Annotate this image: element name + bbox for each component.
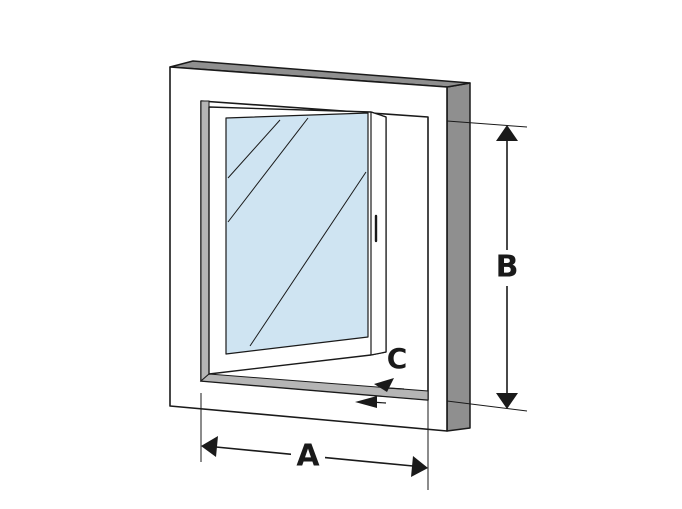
dimension-c-arrow-top <box>374 378 394 392</box>
dimension-c-tick-top <box>386 387 405 390</box>
glass-reflection-1 <box>227 119 281 179</box>
dimension-a-label: A <box>296 439 320 474</box>
dimension-a-arrow-left <box>201 436 218 457</box>
dimension-c-arrow-bottom <box>355 396 377 408</box>
sash-edge <box>370 111 387 356</box>
frame-right-side <box>446 82 471 432</box>
dimension-b-arrow-top <box>496 125 518 141</box>
extension-line-top <box>446 120 528 128</box>
reveal-left <box>200 100 210 383</box>
reveal-bottom <box>199 373 429 401</box>
extension-line-bottom <box>446 400 528 412</box>
dimension-a-label-bg <box>291 438 325 474</box>
dimension-c-tick-bottom <box>370 401 387 404</box>
dimension-b-label: B <box>496 250 519 285</box>
dimension-a-arrow-right <box>411 456 428 477</box>
dimension-b-arrow-bottom <box>496 393 518 409</box>
dimension-c-label: C <box>387 342 408 375</box>
glass-reflection-3 <box>249 171 367 347</box>
dimension-b-label-bg <box>494 250 522 286</box>
glass-reflection-2 <box>227 117 309 223</box>
glass-pane <box>225 112 369 355</box>
